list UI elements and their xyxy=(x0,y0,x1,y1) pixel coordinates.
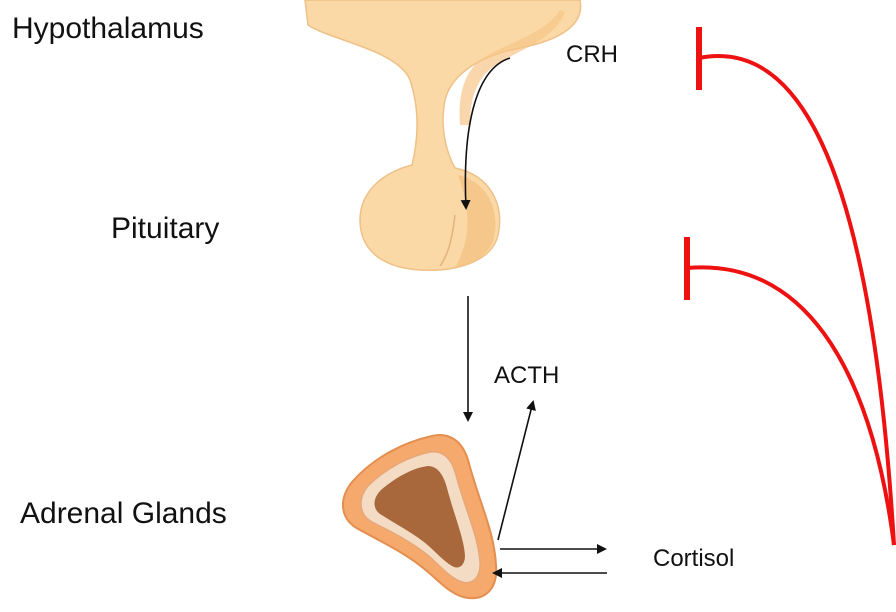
pituitary-feedback-curve xyxy=(687,267,894,545)
acth-arrow xyxy=(498,402,533,540)
adrenal-gland-illustration xyxy=(343,435,496,598)
negative-feedback-lines xyxy=(687,27,894,545)
hypothalamus-pituitary-illustration xyxy=(305,0,581,270)
